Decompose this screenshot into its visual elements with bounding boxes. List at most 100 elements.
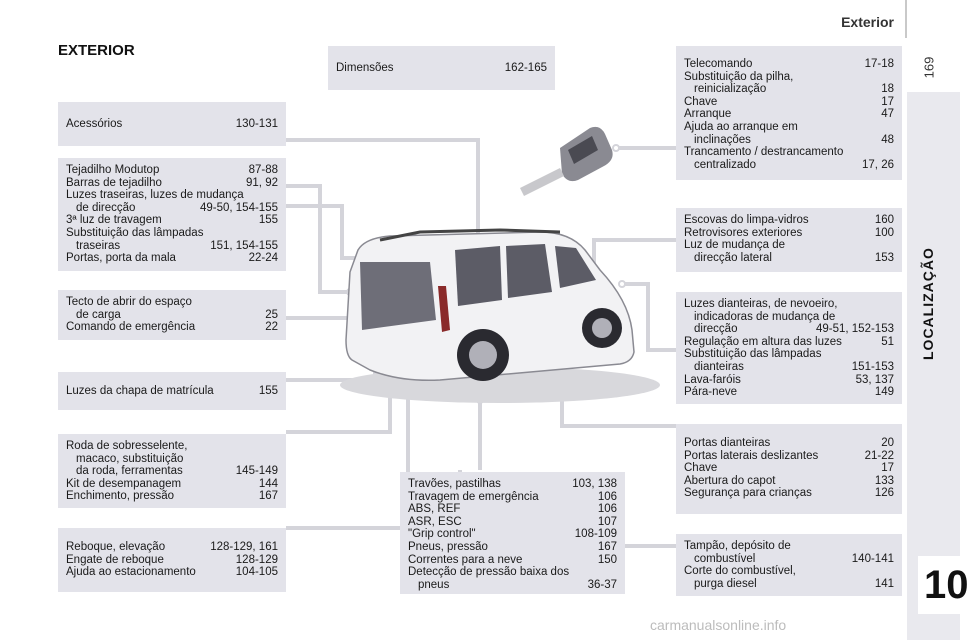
entry-text: Pneus, pressão — [408, 540, 488, 553]
index-entry: Tecto de abrir do espaço — [66, 296, 278, 309]
entry-text: dianteiras — [694, 360, 744, 373]
entry-pages: 87-88 — [248, 164, 278, 176]
entry-pages: 91, 92 — [246, 176, 278, 189]
entry-pages: 144 — [258, 477, 278, 490]
index-entry: reinicialização 18 — [684, 83, 894, 96]
entry-text: Travões, pastilhas — [408, 478, 501, 490]
entry-pages: 141 — [874, 577, 894, 590]
entry-pages: 18 — [881, 83, 894, 96]
entry-text: Portas dianteiras — [684, 437, 771, 449]
entry-text: Tampão, depósito de — [684, 540, 791, 552]
entry-text: indicadoras de mudança de — [694, 310, 836, 323]
entry-pages: 149 — [874, 386, 894, 399]
entry-pages: 22 — [265, 321, 278, 334]
entry-pages: 160 — [874, 214, 894, 226]
entry-text: Telecomando — [684, 58, 753, 70]
entry-text: centralizado — [694, 158, 757, 171]
entry-pages: 153 — [874, 251, 894, 264]
entry-pages: 128-129, 161 — [210, 541, 278, 553]
entry-pages: 20 — [881, 437, 894, 449]
entry-text: ABS, REF — [408, 503, 461, 516]
entry-text: Engate de reboque — [66, 553, 164, 566]
entry-pages: 48 — [881, 133, 894, 146]
entry-text: reinicialização — [694, 83, 767, 96]
entry-pages: 49-51, 152-153 — [815, 323, 894, 336]
entry-text: Chave — [684, 462, 718, 475]
entry-pages: 155 — [258, 385, 278, 397]
box-roda: Roda de sobresselente,macaco, substituiç… — [58, 434, 286, 508]
index-entry: Substituição das lâmpadas — [684, 348, 894, 361]
entry-text: Substituição das lâmpadas — [684, 348, 822, 361]
entry-text: Enchimento, pressão — [66, 490, 175, 503]
index-entry: combustível 140-141 — [684, 553, 894, 566]
entry-text: Reboque, elevação — [66, 541, 166, 553]
entry-text: Regulação em altura das luzes — [684, 335, 842, 348]
index-entry: Portas dianteiras 20 — [684, 437, 894, 450]
index-entry: macaco, substituição — [66, 453, 278, 466]
entry-text: Luzes traseiras, luzes de mudança — [66, 189, 244, 202]
index-entry: Pneus, pressão 167 — [408, 541, 617, 554]
entry-text: Portas laterais deslizantes — [684, 449, 819, 462]
entry-text: Trancamento / destrancamento — [684, 146, 844, 159]
entry-pages: 25 — [265, 308, 278, 321]
entry-pages: 106 — [597, 503, 617, 516]
entry-pages: 140-141 — [851, 552, 894, 565]
index-entry: Retrovisores exteriores 100 — [684, 227, 894, 240]
entry-pages: 145-149 — [235, 465, 278, 478]
entry-text: Substituição da pilha, — [684, 70, 794, 83]
entry-text: Roda de sobresselente, — [66, 440, 188, 452]
entry-text: Segurança para crianças — [684, 487, 812, 500]
entry-pages: 22-24 — [248, 252, 278, 265]
entry-pages: 151, 154-155 — [210, 239, 278, 252]
entry-pages: 150 — [597, 553, 617, 566]
header-rule — [905, 0, 907, 38]
entry-text: de carga — [76, 308, 121, 321]
entry-pages: 17-18 — [864, 58, 894, 70]
entry-pages: 167 — [597, 540, 617, 553]
entry-text: Kit de desempanagem — [66, 477, 182, 490]
entry-pages: 162-165 — [504, 62, 547, 74]
van-illustration — [340, 228, 660, 403]
entry-text: direcção — [694, 323, 738, 336]
entry-pages: 100 — [874, 226, 894, 239]
entry-text: Travagem de emergência — [408, 490, 539, 503]
entry-text: combustível — [694, 552, 756, 565]
entry-text: Retrovisores exteriores — [684, 226, 803, 239]
entry-text: de direcção — [76, 201, 136, 214]
entry-pages: 21-22 — [864, 449, 894, 462]
index-entry: "Grip control"108-109 — [408, 528, 617, 541]
watermark: carmanualsonline.info — [650, 617, 787, 633]
index-entry: Roda de sobresselente, — [66, 440, 278, 453]
